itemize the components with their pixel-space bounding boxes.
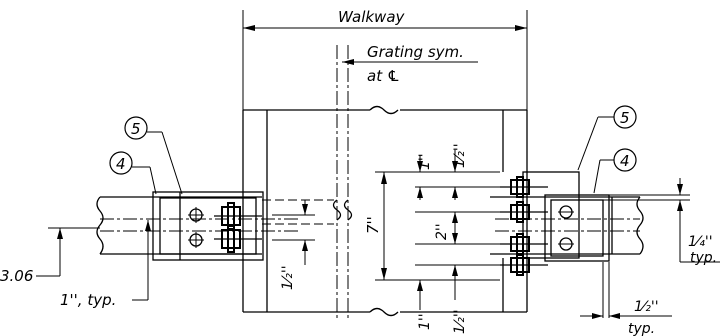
- half-inch-typ-dimension: 1⁄₂'' typ.: [580, 262, 672, 336]
- bolt-spacing-dimensions: 1'' 1⁄₂'' 2'' 1'' 1⁄₂'': [415, 143, 500, 334]
- svg-text:5: 5: [620, 109, 630, 127]
- quarter-inch-typ-label: typ.: [690, 250, 717, 266]
- grating-at-centerline-label: at ℄: [367, 67, 400, 85]
- seven-inch-dimension: 7'': [364, 171, 500, 281]
- dimension-3-06: 3.06: [0, 227, 100, 285]
- walkway-label: Walkway: [338, 8, 406, 26]
- left-half-inch-label: 1⁄₂'': [280, 265, 296, 290]
- half-inch-typ-label: 1⁄₂'': [634, 299, 659, 315]
- walkway-grating-plan: [242, 45, 528, 320]
- one-inch-typ-label: 1'', typ.: [60, 291, 116, 309]
- right-callout-5: 5: [577, 105, 637, 171]
- one-inch-typ-dimension: 1'', typ.: [60, 220, 151, 309]
- bottom-half-inch-label: 1⁄₂'': [452, 309, 468, 334]
- quarter-inch-dimension: 1⁄₄'' typ.: [600, 178, 720, 266]
- right-callout-4: 4: [593, 148, 637, 194]
- seven-inch-label: 7'': [364, 216, 382, 234]
- walkway-dimension: Walkway: [242, 8, 528, 110]
- left-callout-5: 5: [124, 116, 183, 195]
- grating-sym-label: Grating sym.: [367, 43, 464, 61]
- left-support-connection: [96, 191, 300, 261]
- two-inch-label: 2'': [434, 223, 450, 240]
- top-one-inch-label: 1'': [417, 153, 433, 170]
- bottom-one-inch-label: 1'': [417, 313, 433, 330]
- svg-text:4: 4: [116, 155, 126, 173]
- left-half-inch-dimension: 1⁄₂'': [272, 200, 315, 290]
- left-callout-4: 4: [109, 151, 157, 195]
- grating-sym-callout: Grating sym. at ℄: [342, 43, 478, 85]
- svg-text:5: 5: [131, 120, 141, 138]
- half-inch-typ-typ-label: typ.: [628, 321, 655, 336]
- svg-text:4: 4: [620, 152, 630, 170]
- dim-3-06-label: 3.06: [0, 267, 33, 285]
- quarter-inch-label: 1⁄₄'': [688, 234, 713, 250]
- top-half-inch-label: 1⁄₂'': [452, 143, 468, 168]
- right-support-connection: [490, 171, 644, 276]
